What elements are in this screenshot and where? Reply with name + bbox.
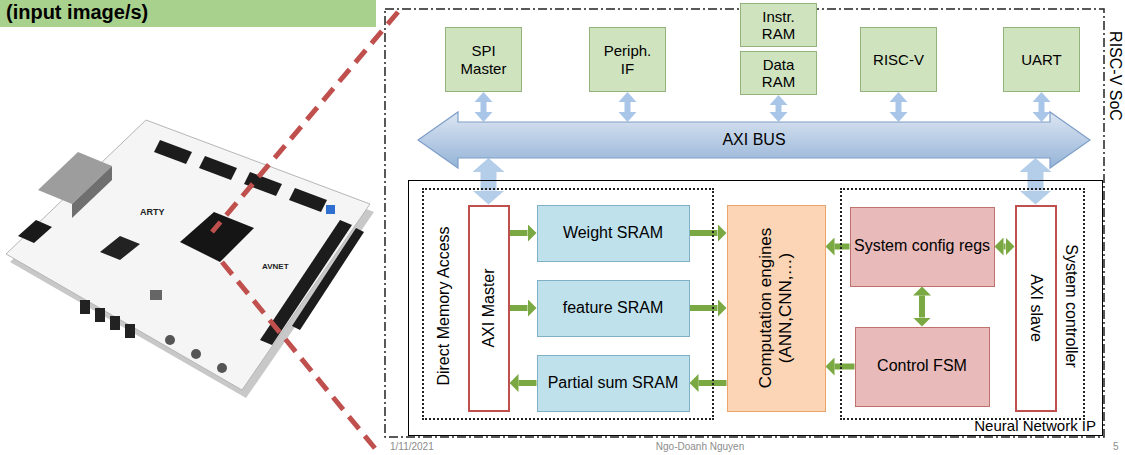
zoom-leader	[212, 12, 398, 232]
vertical-label: AXI Master	[479, 268, 497, 347]
vertical-label: Direct Memory Access	[434, 226, 452, 385]
memory-block: Instr. RAM	[740, 3, 817, 47]
push-button	[191, 349, 201, 359]
dataflow-arrow	[1004, 244, 1006, 250]
box-label: Partial sum SRAM	[548, 374, 679, 392]
cpu-block: RISC-V	[860, 27, 937, 92]
pcb-board	[6, 120, 370, 390]
dataflow-arrow	[835, 244, 850, 250]
memory-block: Data RAM	[740, 51, 817, 95]
ip-boundary: AXI Master Weight SRAM feature SRAM Partial…	[408, 180, 1103, 436]
box-label: AXI BUS	[722, 131, 785, 149]
box-label: Data RAM	[749, 56, 809, 91]
compute-block: Computation engines (ANN,CNN,…)	[727, 205, 826, 412]
bus-connector	[896, 102, 902, 112]
slide-date: 1/11/2021	[390, 441, 434, 452]
bus-connector	[1039, 102, 1045, 112]
memory-chip	[100, 236, 140, 260]
box-label: UART	[1021, 51, 1062, 68]
sram-block: Weight SRAM	[537, 205, 690, 262]
title-banner: (input image/s)	[0, 0, 376, 27]
push-button	[165, 335, 175, 345]
switch	[95, 308, 105, 322]
pmod-header	[289, 188, 327, 212]
switch	[125, 324, 135, 338]
box-label: Control FSM	[877, 357, 967, 375]
group-boundary: AXI Master Weight SRAM feature SRAM Partial…	[422, 188, 714, 420]
bus-connector	[776, 105, 782, 112]
bus-arrow: AXI BUS	[418, 112, 1090, 168]
zoom-leader	[222, 262, 378, 452]
fpga-chip	[180, 212, 254, 262]
box-label: System config regs	[854, 237, 990, 255]
vertical-label: System controller	[1061, 244, 1079, 368]
soc-block: SPI Master	[445, 27, 522, 92]
box-label: feature SRAM	[563, 299, 663, 317]
box-label: (input image/s)	[6, 1, 148, 24]
box-label: Instr. RAM	[749, 8, 809, 43]
soc-boundary: SPI Master Periph. IF Instr. RAM Data RAM RI…	[384, 8, 1105, 438]
bus-connector	[625, 102, 631, 112]
bus-arrow-shape	[418, 112, 1090, 168]
interface-block: AXI Master	[468, 205, 510, 412]
dataflow-arrow	[510, 230, 528, 236]
group-boundary: System config regsControl FSM AXI slave Sy…	[840, 188, 1085, 420]
box-label: Weight SRAM	[563, 224, 663, 242]
board-brand: AVNET	[262, 262, 289, 271]
bus-connector	[481, 102, 487, 112]
arduino-header	[292, 228, 364, 330]
vertical-label: Computation engines (ANN,CNN,…)	[756, 214, 795, 402]
box-label: RISC-V	[873, 51, 924, 68]
vertical-label: AXI slave	[1026, 274, 1044, 342]
push-button	[217, 363, 227, 373]
fsm-block: Control FSM	[855, 327, 990, 407]
power-jack	[18, 220, 52, 243]
switch	[150, 290, 162, 300]
box-label: Periph. IF	[598, 42, 658, 77]
dataflow-arrow	[835, 364, 855, 370]
slide-number: 5	[1113, 441, 1119, 452]
dataflow-arrow	[510, 305, 528, 311]
soc-block: Periph. IF	[589, 27, 666, 92]
soc-block: UART	[1003, 27, 1080, 92]
ethernet-jack	[72, 166, 112, 218]
switch	[80, 300, 90, 314]
register-block: System config regs	[850, 207, 995, 287]
dataflow-arrow	[919, 296, 925, 318]
sram-block: feature SRAM	[537, 280, 690, 337]
sram-block: Partial sum SRAM	[537, 355, 690, 412]
soc-outline	[385, 9, 1104, 437]
pmod-header	[154, 140, 192, 164]
pmod-header	[199, 156, 237, 180]
interface-block: AXI slave	[1015, 205, 1057, 412]
dataflow-arrow	[519, 380, 537, 386]
box-label: Neural Network IP	[974, 417, 1096, 434]
slide-author: Ngo-Doanh Nguyen	[656, 441, 744, 452]
switch	[110, 316, 120, 330]
box-label: SPI Master	[454, 42, 514, 77]
board-brand: ARTY	[140, 207, 165, 217]
vertical-label: RISC-V SoC	[1106, 31, 1124, 121]
potentiometer	[326, 205, 335, 214]
